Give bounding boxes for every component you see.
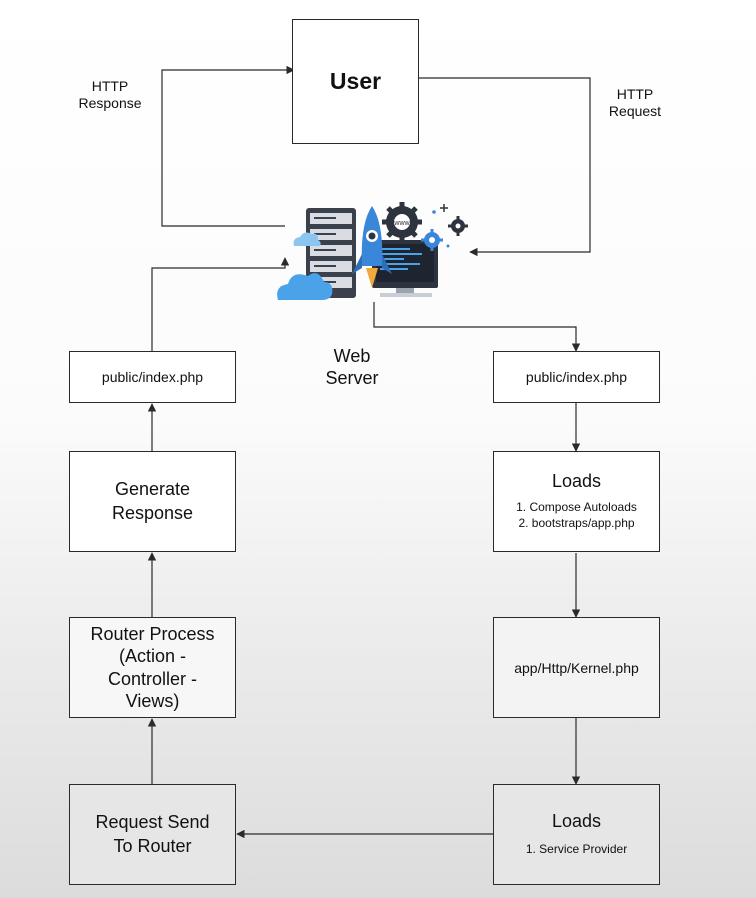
web-server-label: Web Server [325, 346, 379, 388]
kernel-label: app/Http/Kernel.php [514, 659, 639, 676]
loads-title: Loads [551, 471, 602, 492]
http-request-label: HTTP Request [608, 86, 662, 119]
router-process-box: Router Process (Action - Controller - Vi… [69, 617, 236, 718]
request-send-to-router-box: Request Send To Router [69, 784, 236, 885]
loads-title: Loads [551, 811, 602, 831]
right-public-index-box: public/index.php [493, 351, 660, 403]
generate-response-box: Generate Response [69, 451, 236, 552]
right-public-index-label: public/index.php [525, 369, 628, 385]
user-box: User [292, 19, 419, 144]
server-to-public-index-arrow [373, 302, 581, 352]
web-server-illustration-icon: www [277, 202, 468, 300]
loads-service-provider-box: Loads 1. Service Provider [493, 784, 660, 885]
left-public-index-label: public/index.php [101, 369, 204, 385]
http-response-label: HTTP Response [78, 78, 142, 111]
http-request-arrow [419, 77, 591, 257]
kernel-box: app/Http/Kernel.php [493, 617, 660, 718]
public-index-to-server-arrow [151, 257, 290, 351]
left-public-index-box: public/index.php [69, 351, 236, 403]
http-response-arrow [161, 65, 295, 227]
user-label: User [329, 68, 382, 94]
svg-text:www: www [393, 220, 410, 227]
loads-autoload-box: Loads 1. Compose Autoloads 2. bootstraps… [493, 451, 660, 552]
